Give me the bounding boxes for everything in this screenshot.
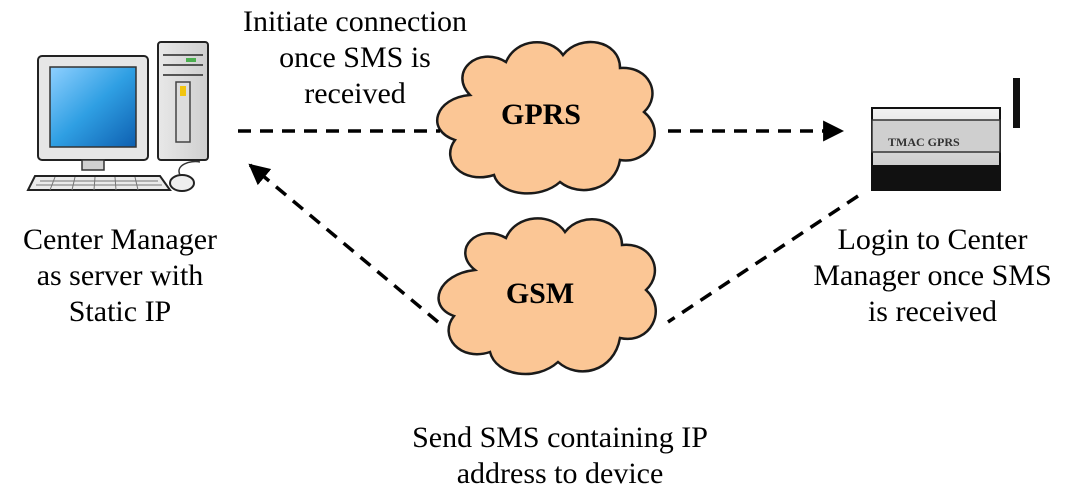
label-initiate-connection: Initiate connection once SMS is received [205, 4, 505, 112]
label-send-sms: Send SMS containing IP address to device [380, 420, 740, 492]
label-line: Static IP [68, 295, 172, 328]
label-line: Center Manager [22, 223, 218, 256]
gprs-cloud: GPRS [436, 40, 656, 195]
gsm-cloud: GSM [437, 217, 657, 376]
computer-icon [26, 41, 209, 192]
gsm-cloud-label: GSM [506, 277, 574, 310]
label-line: received [304, 77, 406, 110]
label-line: as server with [36, 259, 204, 292]
label-login-center-manager: Login to Center Manager once SMS is rece… [795, 222, 1070, 330]
label-line: Manager once SMS [813, 259, 1052, 292]
label-line: address to device [456, 457, 664, 490]
device-label: TMAC GPRS [888, 135, 960, 149]
gprs-device-icon: TMAC GPRS [871, 78, 1020, 191]
label-line: Send SMS containing IP [412, 421, 708, 454]
gprs-cloud-label: GPRS [501, 98, 581, 131]
label-line: Login to Center [837, 223, 1028, 256]
connection-gsm-to-computer-arrow [248, 163, 440, 324]
label-line: Initiate connection [242, 5, 468, 38]
label-line: is received [867, 295, 998, 328]
label-line: once SMS is [279, 41, 431, 74]
connection-device-to-gsm [667, 194, 859, 324]
label-center-manager: Center Manager as server with Static IP [0, 222, 240, 330]
